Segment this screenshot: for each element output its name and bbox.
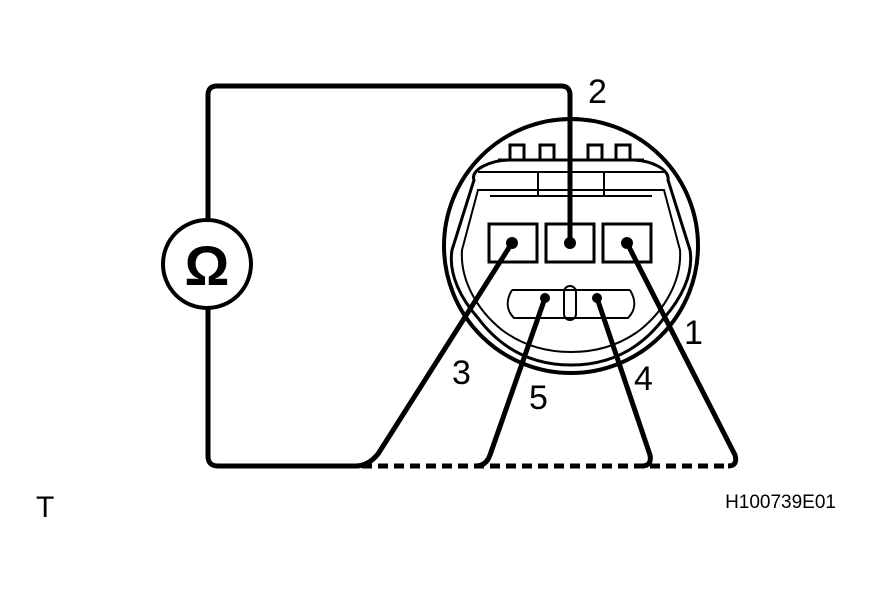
connector-lower-channel bbox=[506, 289, 636, 319]
connector-center-slot bbox=[563, 285, 577, 321]
pin-label-2: 2 bbox=[588, 73, 607, 111]
terminal-box-3 bbox=[487, 222, 539, 264]
pin-label-4: 4 bbox=[634, 360, 653, 398]
figure-code: H100739E01 bbox=[725, 492, 836, 513]
ohmmeter: Ω bbox=[161, 218, 253, 310]
pin-label-1: 1 bbox=[684, 314, 703, 352]
ohmmeter-circle bbox=[161, 218, 253, 310]
connector-housing-inner bbox=[460, 189, 682, 354]
terminal-box-1 bbox=[601, 222, 653, 264]
lead-pin-1 bbox=[624, 241, 739, 469]
ohmmeter-wire bbox=[205, 83, 573, 469]
pin-label-5: 5 bbox=[529, 379, 548, 417]
probe-leads bbox=[475, 241, 739, 469]
ohmmeter-symbol: Ω bbox=[185, 234, 230, 297]
corner-label: T bbox=[36, 491, 54, 524]
pin-label-3: 3 bbox=[452, 354, 471, 392]
pin-dots bbox=[506, 237, 633, 303]
